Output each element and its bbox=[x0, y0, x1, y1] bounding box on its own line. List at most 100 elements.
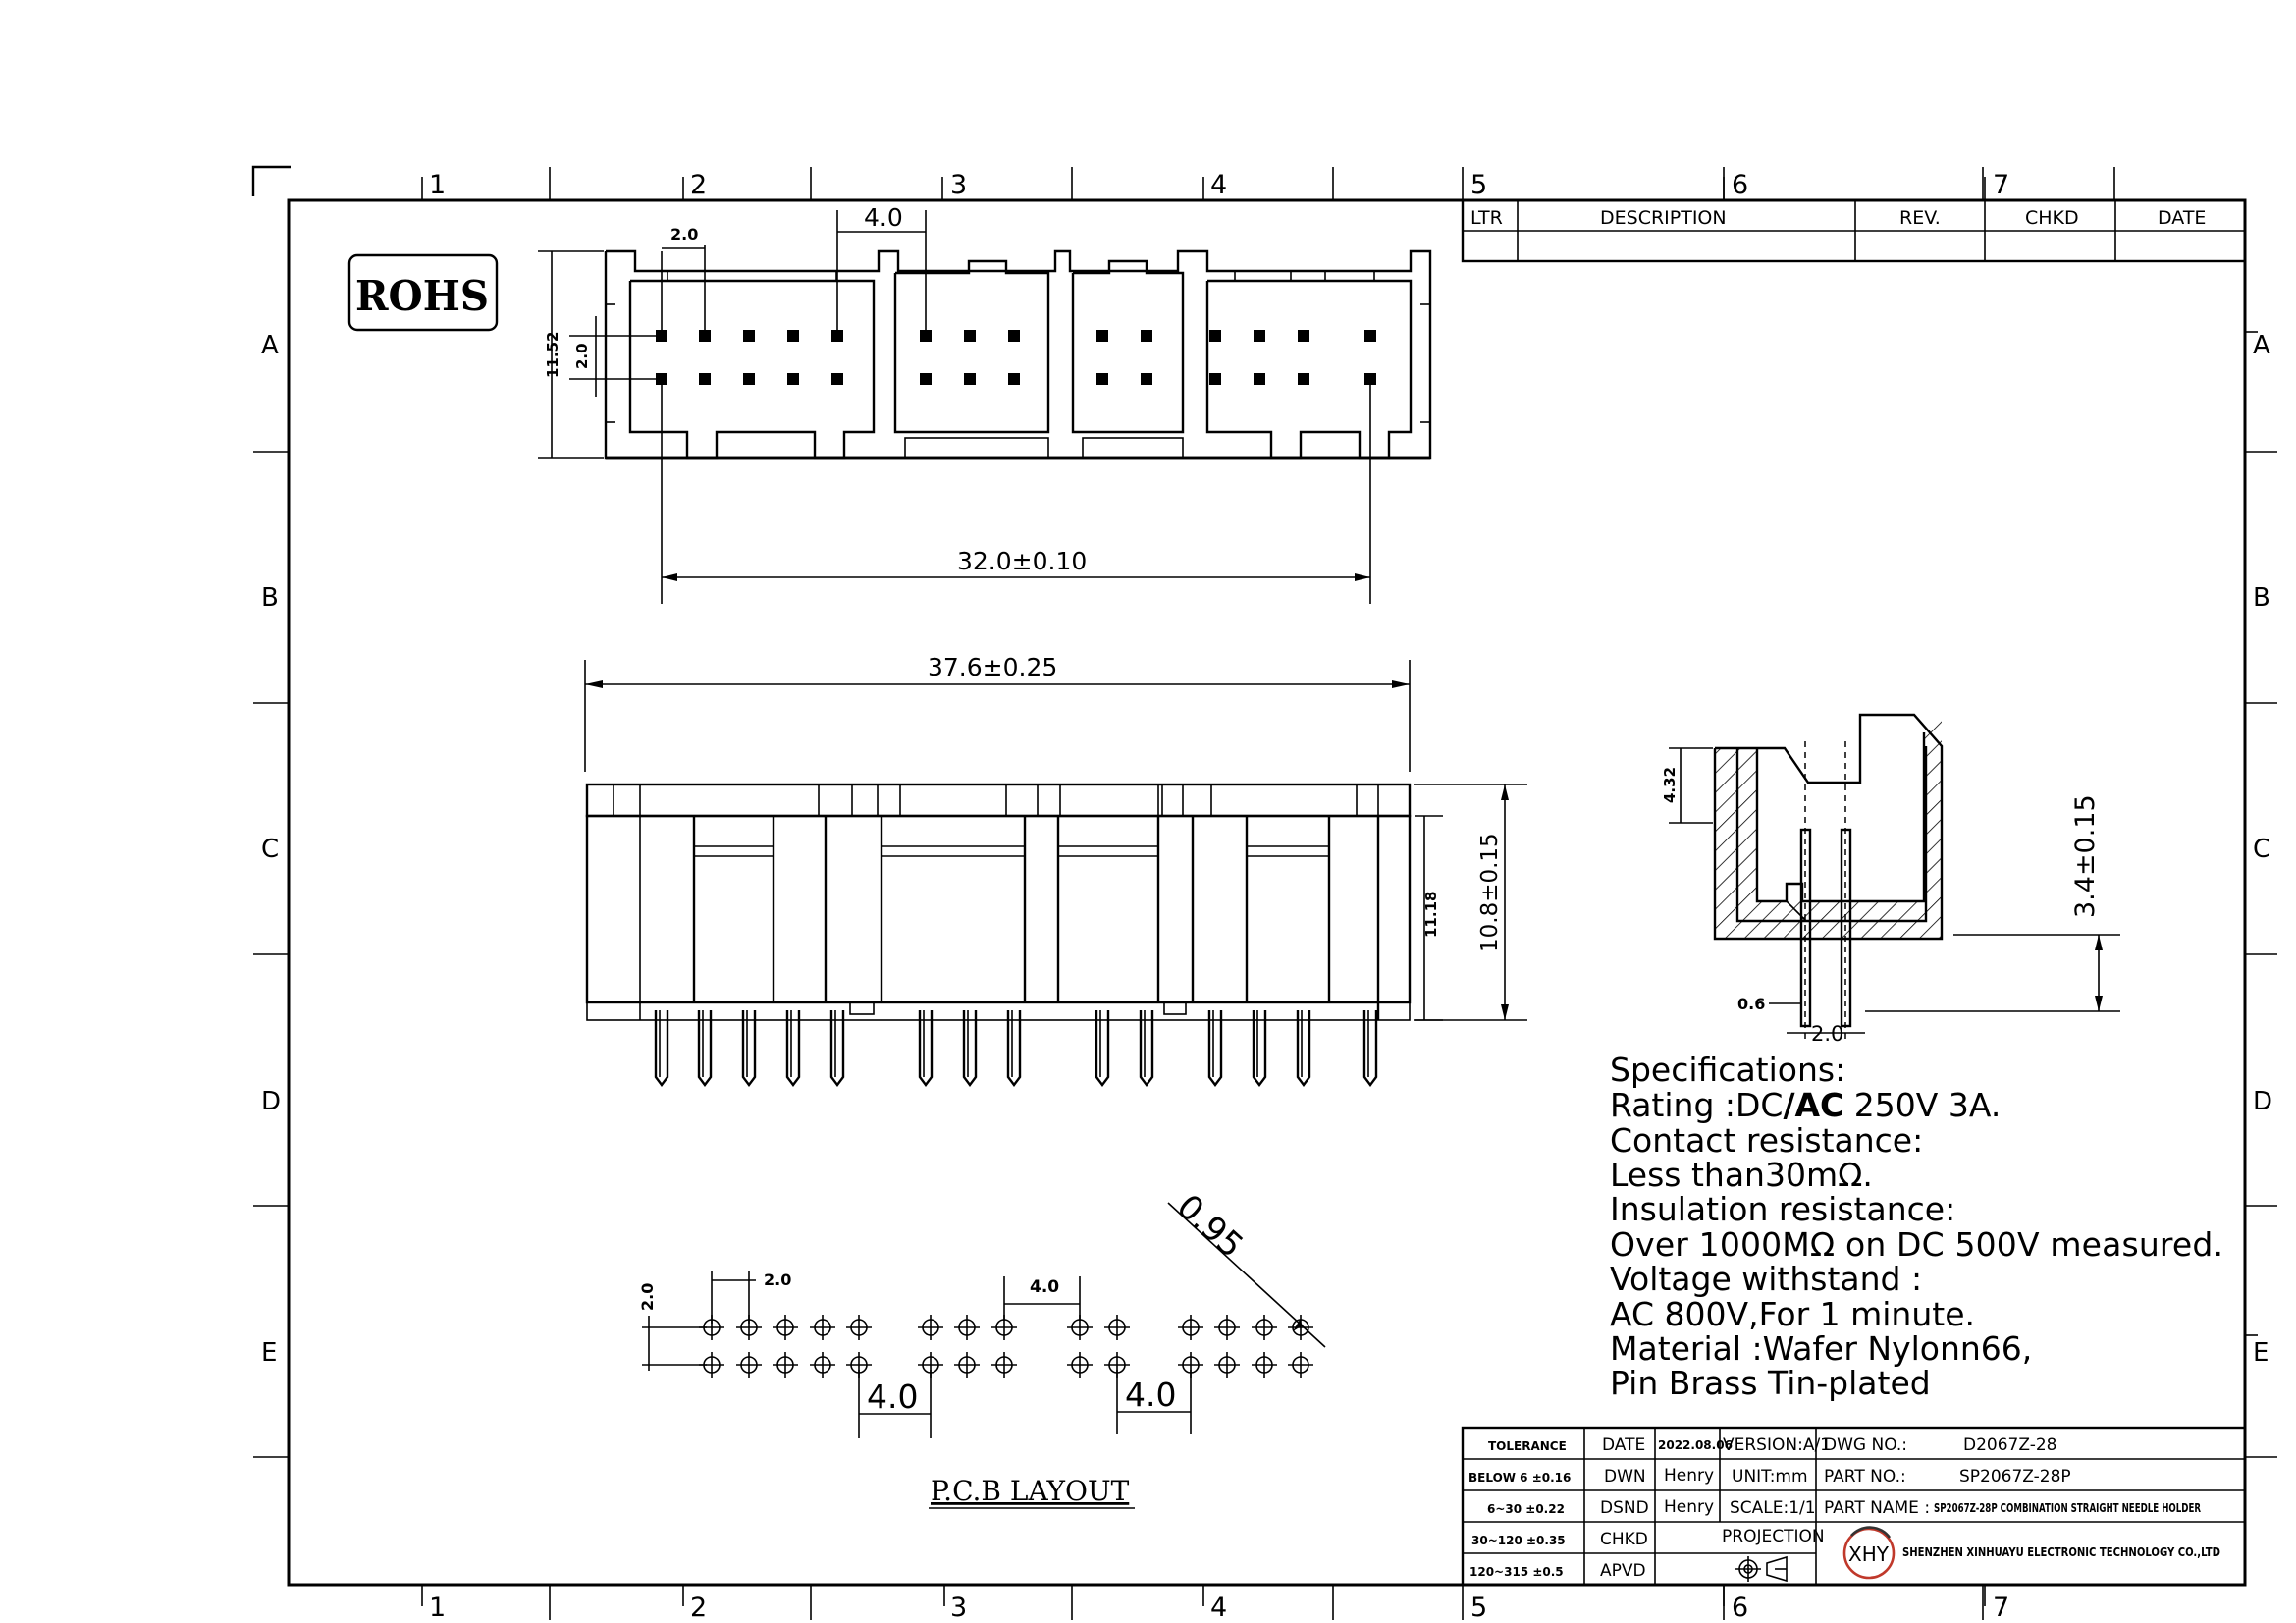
pin-lead bbox=[741, 1010, 757, 1087]
spec-line: Less than30mΩ. bbox=[1610, 1156, 1873, 1194]
dim-front-body: 11.18 bbox=[1422, 892, 1440, 938]
dim-pcb-module-a: 4.0 bbox=[867, 1378, 918, 1416]
front-view: 37.6±0.25 bbox=[584, 653, 1527, 1087]
dsnd-value: Henry bbox=[1664, 1497, 1714, 1517]
row-label: E bbox=[261, 1338, 277, 1368]
rev-col-date: DATE bbox=[2158, 207, 2206, 229]
column-label: 3 bbox=[950, 1593, 967, 1623]
part-no-label: PART NO.: bbox=[1824, 1467, 1906, 1487]
row-label: D bbox=[261, 1087, 281, 1116]
part-name-label: PART NAME : bbox=[1824, 1498, 1930, 1518]
pcb-layout-label: P.C.B LAYOUT bbox=[931, 1475, 1130, 1507]
version-text: VERSION:A/1 bbox=[1723, 1435, 1831, 1455]
pin-lead bbox=[829, 1010, 845, 1087]
dim-side-height: 4.32 bbox=[1661, 767, 1679, 803]
pin-square bbox=[831, 330, 843, 342]
dim-top-row-pitch: 2.0 bbox=[573, 343, 591, 369]
pin-square bbox=[1209, 330, 1221, 342]
spec-line: AC 800V,For 1 minute. bbox=[1610, 1295, 1975, 1333]
column-label: 6 bbox=[1732, 1593, 1748, 1623]
pin-lead bbox=[918, 1010, 934, 1087]
rohs-text: ROHS bbox=[355, 272, 489, 320]
spec-line: Pin Brass Tin-plated bbox=[1610, 1364, 1931, 1402]
pin-square bbox=[656, 330, 667, 342]
scale-text: SCALE:1/1 bbox=[1730, 1498, 1816, 1518]
logo-text: XHY bbox=[1848, 1542, 1890, 1566]
pin-square bbox=[1254, 373, 1265, 385]
dim-pcb-row: 2.0 bbox=[638, 1283, 657, 1311]
date-label: DATE bbox=[1602, 1435, 1645, 1455]
spec-line: Insulation resistance: bbox=[1610, 1190, 1955, 1228]
pin-square bbox=[964, 373, 976, 385]
dim-side-pin: 3.4±0.15 bbox=[2070, 794, 2101, 918]
pin-square bbox=[964, 330, 976, 342]
rohs-badge: ROHS bbox=[347, 253, 499, 332]
pcb-holes bbox=[699, 1315, 1313, 1378]
column-label: 6 bbox=[1732, 170, 1748, 200]
pin-square bbox=[1141, 373, 1152, 385]
pin-square bbox=[1298, 373, 1309, 385]
pin-square bbox=[920, 330, 932, 342]
company-logo: XHY bbox=[1842, 1526, 1896, 1580]
pin-lead bbox=[1095, 1010, 1110, 1087]
title-block: TOLERANCE BELOW 6 ±0.16 6~30 ±0.22 30~12… bbox=[1461, 1426, 2247, 1587]
pin-lead bbox=[785, 1010, 801, 1087]
dim-front-length: 37.6±0.25 bbox=[928, 653, 1057, 681]
dwg-no-label: DWG NO.: bbox=[1824, 1435, 1907, 1455]
dim-top-module: 4.0 bbox=[864, 203, 903, 232]
spec-line: Voltage withstand : bbox=[1610, 1260, 1922, 1298]
dim-pcb-module-b: 4.0 bbox=[1125, 1376, 1176, 1414]
column-label: 2 bbox=[690, 170, 707, 200]
rev-col-rev: REV. bbox=[1899, 207, 1941, 229]
pin-square bbox=[920, 373, 932, 385]
dim-side-pitch: 2.0 bbox=[1811, 1022, 1843, 1046]
pin-square bbox=[743, 373, 755, 385]
pin-square bbox=[1254, 330, 1265, 342]
tol-row: BELOW 6 ±0.16 bbox=[1468, 1471, 1571, 1485]
pin-square bbox=[1298, 330, 1309, 342]
pin-square bbox=[1008, 373, 1020, 385]
chkd-label: CHKD bbox=[1600, 1530, 1648, 1549]
revision-table: LTR DESCRIPTION REV. CHKD DATE bbox=[1461, 198, 2247, 263]
row-label: A bbox=[2253, 331, 2270, 360]
column-label: 5 bbox=[1470, 1593, 1487, 1623]
part-name-value: SP2067Z-28P COMBINATION STRAIGHT NEEDLE … bbox=[1934, 1501, 2201, 1515]
column-label: 2 bbox=[690, 1593, 707, 1623]
pin-square bbox=[1141, 330, 1152, 342]
top-view: 2.0 4.0 11.52 2.0 32.0±0.10 bbox=[538, 203, 1432, 604]
top-view-pins bbox=[656, 330, 1376, 385]
specifications-block: Specifications: Rating :DC/AC 250V 3A. C… bbox=[1610, 1051, 2223, 1402]
date-value: 2022.08.06 bbox=[1658, 1438, 1733, 1452]
dim-pcb-hole: 0.95 bbox=[1169, 1187, 1251, 1266]
dsnd-label: DSND bbox=[1600, 1498, 1649, 1518]
row-label: C bbox=[2253, 835, 2270, 864]
tol-row: 30~120 ±0.35 bbox=[1471, 1534, 1566, 1547]
pin-square bbox=[1364, 330, 1376, 342]
pcb-layout-view: 0.95 2.0 2.0 4.0 4.0 4.0 P.C.B LAYOUT bbox=[638, 1187, 1326, 1509]
dim-pcb-module-top: 4.0 bbox=[1030, 1277, 1059, 1297]
side-section-view: 4.32 3.4±0.15 0.6 2.0 bbox=[1661, 713, 2120, 1046]
spec-rating: Rating :DC/AC 250V 3A. bbox=[1610, 1086, 2001, 1124]
spec-line: Material :Wafer Nylonn66, bbox=[1610, 1329, 2032, 1368]
spec-line: Contact resistance: bbox=[1610, 1121, 1923, 1160]
spec-rating-label: Rating :DC bbox=[1610, 1086, 1783, 1124]
pin-square bbox=[831, 373, 843, 385]
spec-rating-value: 250V 3A. bbox=[1843, 1086, 2001, 1124]
column-label: 5 bbox=[1470, 170, 1487, 200]
pin-square bbox=[787, 373, 799, 385]
pin-square bbox=[787, 330, 799, 342]
row-label: B bbox=[2253, 583, 2270, 613]
pin-square bbox=[1096, 373, 1108, 385]
rev-col-description: DESCRIPTION bbox=[1600, 207, 1727, 229]
pin-lead bbox=[1252, 1010, 1267, 1087]
column-label: 4 bbox=[1210, 170, 1227, 200]
row-label: B bbox=[261, 583, 279, 613]
pin-square bbox=[1096, 330, 1108, 342]
column-label: 1 bbox=[429, 1593, 446, 1623]
column-label: 1 bbox=[429, 170, 446, 200]
dwn-label: DWN bbox=[1604, 1467, 1646, 1487]
projection-text: PROJECTION bbox=[1722, 1527, 1825, 1546]
projection-symbol-icon bbox=[1735, 1555, 1788, 1583]
tol-row: 120~315 ±0.5 bbox=[1469, 1565, 1564, 1579]
dim-side-pin-dia: 0.6 bbox=[1737, 995, 1765, 1013]
